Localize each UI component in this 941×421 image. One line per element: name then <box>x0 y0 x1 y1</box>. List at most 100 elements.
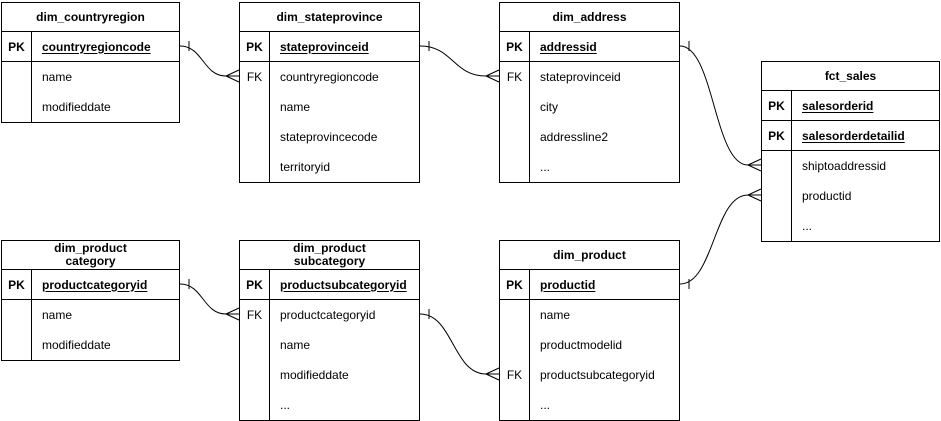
key-cell-empty <box>2 300 32 330</box>
table-row[interactable]: territoryid <box>240 152 419 182</box>
column-name: name <box>280 100 311 114</box>
column-name: name <box>280 338 311 352</box>
pk-label: PK <box>2 270 32 299</box>
column-name: productmodelid <box>540 338 623 352</box>
pk-label: PK <box>240 270 270 299</box>
pk-label: PK <box>500 32 530 61</box>
table-row[interactable]: shiptoaddressid <box>762 151 939 181</box>
table-row[interactable]: PK addressid <box>500 32 679 62</box>
column-name: name <box>540 308 571 322</box>
table-row[interactable]: modifieddate <box>2 92 179 122</box>
relationship-edge-dim_stateprovince-to-dim_address[interactable] <box>419 41 500 83</box>
table-row[interactable]: name <box>240 330 419 360</box>
column-name: productsubcategoryid <box>540 368 655 382</box>
table-row[interactable]: modifieddate <box>240 360 419 390</box>
table-title-line: dim_product <box>293 241 366 255</box>
fk-label: FK <box>240 62 270 92</box>
table-title-line: fct_sales <box>824 68 877 83</box>
table-row[interactable]: name <box>2 300 179 330</box>
column-name: ... <box>280 398 291 412</box>
column-name: stateprovinceid <box>280 39 369 54</box>
table-title-dim_countryregion[interactable]: dim_countryregion <box>2 3 179 32</box>
column-name: countryregioncode <box>42 39 151 54</box>
key-cell-empty <box>762 181 792 211</box>
column-name: productcategoryid <box>42 277 148 292</box>
relationship-edge-dim_product-to-fct_sales[interactable] <box>679 188 762 289</box>
column-name: name <box>42 70 73 84</box>
table-row[interactable]: ... <box>500 390 679 420</box>
table-title-dim_product[interactable]: dim_product <box>500 241 679 270</box>
column-name: addressid <box>540 39 597 54</box>
key-cell-empty <box>500 92 530 122</box>
key-cell-empty <box>500 122 530 152</box>
pk-label: PK <box>762 121 792 150</box>
column-name: productsubcategoryid <box>280 277 407 292</box>
table-row[interactable]: name <box>240 92 419 122</box>
table-row[interactable]: city <box>500 92 679 122</box>
table-title-line: dim_address <box>552 9 627 24</box>
table-row[interactable]: productid <box>762 181 939 211</box>
column-name: salesorderdetailid <box>802 128 905 143</box>
key-cell-empty <box>240 390 270 420</box>
relationship-edge-dim_product_category-to-dim_product_subcategory[interactable] <box>179 279 240 321</box>
table-title-dim_address[interactable]: dim_address <box>500 3 679 32</box>
table-title-line: dim_stateprovince <box>276 9 383 24</box>
column-name: city <box>540 100 558 114</box>
table-title-dim_stateprovince[interactable]: dim_stateprovince <box>240 3 419 32</box>
table-row[interactable]: ... <box>500 152 679 182</box>
table-row[interactable]: name <box>2 62 179 92</box>
key-cell-empty <box>240 122 270 152</box>
column-name: stateprovinceid <box>540 70 621 84</box>
relationship-edge-dim_address-to-fct_sales[interactable] <box>679 41 762 172</box>
table-title-line: category <box>65 254 116 268</box>
key-cell-empty <box>240 360 270 390</box>
key-cell-empty <box>2 330 32 360</box>
table-row[interactable]: ... <box>240 390 419 420</box>
table-row[interactable]: modifieddate <box>2 330 179 360</box>
key-cell-empty <box>500 330 530 360</box>
key-cell-empty <box>240 92 270 122</box>
key-cell-empty <box>2 62 32 92</box>
fk-label: FK <box>500 360 530 390</box>
table-row[interactable]: PK productsubcategoryid <box>240 270 419 300</box>
table-row[interactable]: FK productsubcategoryid <box>500 360 679 390</box>
column-name: ... <box>802 219 813 233</box>
column-name: stateprovincecode <box>280 130 378 144</box>
pk-label: PK <box>2 32 32 61</box>
relationship-edge-dim_countryregion-to-dim_stateprovince[interactable] <box>179 41 240 83</box>
key-cell-empty <box>240 330 270 360</box>
key-cell-empty <box>240 152 270 182</box>
table-row[interactable]: ... <box>762 211 939 241</box>
column-name: productid <box>802 189 852 203</box>
key-cell-empty <box>2 92 32 122</box>
table-row[interactable]: PK productcategoryid <box>2 270 179 300</box>
table-row[interactable]: addressline2 <box>500 122 679 152</box>
table-row[interactable]: PK salesorderdetailid <box>762 121 939 151</box>
key-cell-empty <box>500 152 530 182</box>
pk-label: PK <box>762 91 792 120</box>
relationship-edge-dim_product_subcategory-to-dim_product[interactable] <box>419 309 500 381</box>
table-row[interactable]: name <box>500 300 679 330</box>
table-title-fct_sales[interactable]: fct_sales <box>762 62 939 91</box>
column-name: ... <box>540 398 551 412</box>
table-row[interactable]: PK countryregioncode <box>2 32 179 62</box>
key-cell-empty <box>500 390 530 420</box>
table-row[interactable]: stateprovincecode <box>240 122 419 152</box>
table-row[interactable]: productmodelid <box>500 330 679 360</box>
